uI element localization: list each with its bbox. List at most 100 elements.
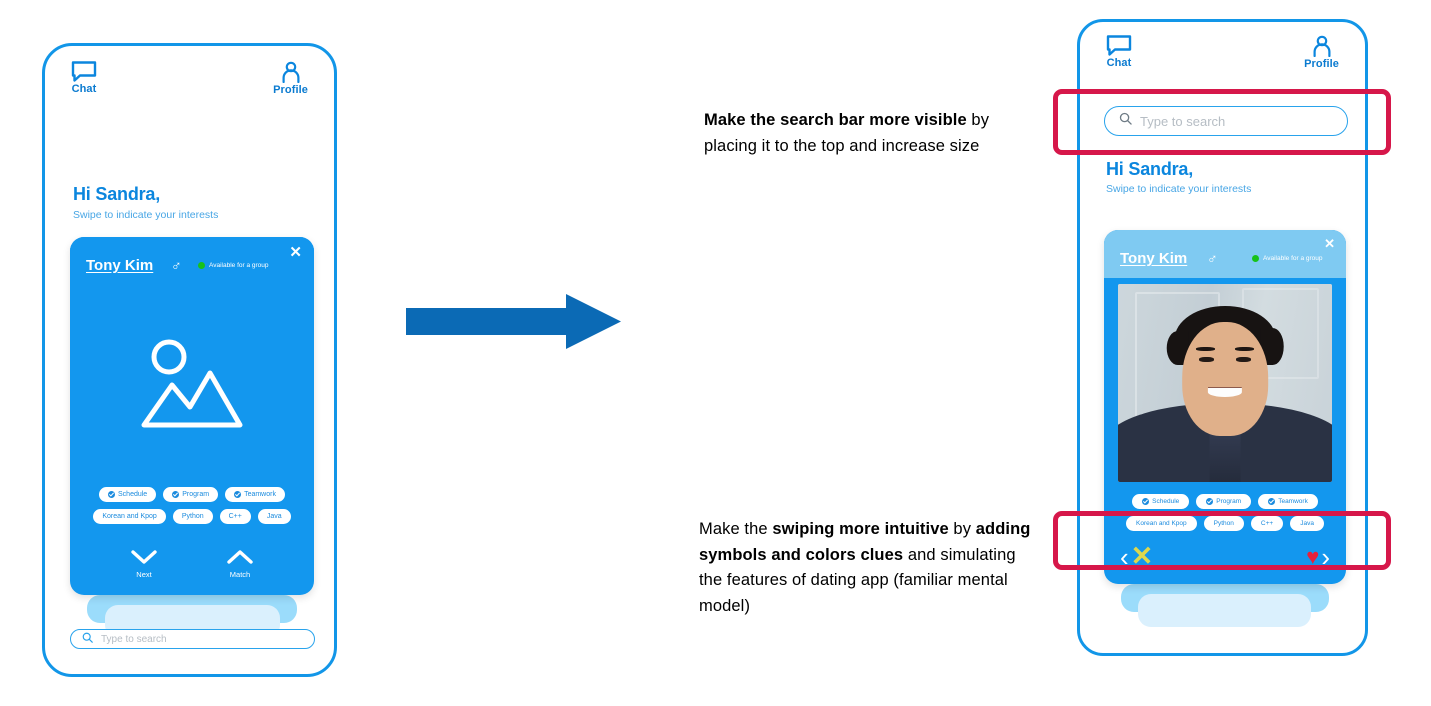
swipe-match-button[interactable]: Match	[227, 550, 253, 579]
nav-profile-label: Profile	[1304, 58, 1339, 70]
nav-profile[interactable]: Profile	[273, 61, 308, 96]
interest-tag-row: Korean and Kpop Python C++ Java	[1116, 516, 1334, 531]
check-icon	[108, 491, 116, 498]
highlight-box-swipe	[1053, 511, 1391, 570]
profile-card-header: Tony Kim ♂ Available for a group ✕	[1104, 230, 1346, 278]
interest-tag[interactable]: Teamwork	[225, 487, 285, 502]
swipe-next-button[interactable]: Next	[131, 550, 157, 579]
magnifier-icon	[1119, 112, 1132, 130]
annotation-swipe: Make the swiping more intuitive by addin…	[699, 517, 1037, 619]
availability-badge: Available for a group	[1252, 255, 1323, 262]
nav-chat-label: Chat	[71, 83, 97, 95]
online-dot-icon	[1252, 255, 1259, 262]
nav-chat-label: Chat	[1106, 57, 1132, 69]
chevron-right-icon[interactable]: ›	[1321, 541, 1330, 572]
check-icon	[1142, 498, 1150, 505]
interest-tag-row: Schedule Program Teamwork	[82, 487, 302, 502]
highlight-box-search	[1053, 89, 1391, 155]
annotation-swipe-part1: Make the	[699, 520, 773, 538]
interest-tag[interactable]: Java	[1290, 516, 1324, 531]
check-icon	[234, 491, 242, 498]
annotation-search: Make the search bar more visible by plac…	[704, 108, 1016, 159]
swipe-next-label: Next	[136, 570, 152, 579]
profile-card-header: Tony Kim ♂ Available for a group ✕	[70, 237, 314, 285]
card-stack-shadow-2	[1138, 594, 1311, 627]
swipe-controls: Next Match	[70, 550, 314, 579]
interest-tag-label: Schedule	[1152, 498, 1180, 505]
phone-mockup-before: Chat Profile Hi Sandra, Swipe to indicat…	[42, 43, 337, 677]
interest-tag[interactable]: Program	[1196, 494, 1252, 509]
nav-chat[interactable]: Chat	[1106, 35, 1132, 69]
profile-card[interactable]: Tony Kim ♂ Available for a group ✕	[1104, 230, 1346, 584]
phone-mockup-after: Chat Profile Type to search Hi Sandra, S…	[1077, 19, 1368, 656]
interest-tag-row: Schedule Program Teamwork	[1116, 494, 1334, 509]
annotation-swipe-part2: by	[948, 520, 976, 538]
profile-photo	[1118, 284, 1332, 482]
annotation-search-rest: by placing it to the top and increase si…	[704, 111, 990, 155]
availability-badge: Available for a group	[198, 262, 269, 269]
interest-tag[interactable]: Teamwork	[1258, 494, 1318, 509]
interest-tag[interactable]: Program	[163, 487, 219, 502]
person-icon	[280, 61, 302, 83]
close-icon[interactable]: ✕	[289, 244, 302, 261]
interest-tags: Schedule Program Teamwork Korean and Kpo…	[70, 487, 314, 531]
online-dot-icon	[198, 262, 205, 269]
reject-group: ‹ ✕	[1120, 543, 1153, 570]
image-placeholder-icon	[141, 339, 243, 428]
search-bar-top[interactable]: Type to search	[1104, 106, 1348, 136]
like-group: ♥ ›	[1306, 544, 1330, 570]
nav-chat[interactable]: Chat	[71, 61, 97, 95]
gender-symbol-icon: ♂	[171, 257, 182, 273]
search-placeholder: Type to search	[1140, 113, 1226, 129]
interest-tags: Schedule Program Teamwork Korean and Kpo…	[1104, 494, 1346, 538]
availability-label: Available for a group	[1263, 255, 1323, 262]
close-icon[interactable]: ✕	[1324, 236, 1335, 251]
interest-tag[interactable]: Schedule	[99, 487, 157, 502]
profile-card[interactable]: Tony Kim ♂ Available for a group ✕ Sched…	[70, 237, 314, 595]
availability-label: Available for a group	[209, 262, 269, 269]
interest-tag[interactable]: Schedule	[1132, 494, 1190, 509]
chevron-left-icon[interactable]: ‹	[1120, 541, 1129, 572]
annotation-swipe-bold1: swiping more intuitive	[772, 520, 949, 538]
swipe-action-bar: ‹ ✕ ♥ ›	[1104, 543, 1346, 570]
profile-name: Tony Kim	[86, 257, 154, 274]
greeting-title: Hi Sandra,	[73, 184, 161, 204]
annotation-search-bold: Make the search bar more visible	[704, 111, 967, 129]
greeting-subtitle: Swipe to indicate your interests	[73, 209, 219, 221]
swipe-match-label: Match	[229, 570, 251, 579]
interest-tag[interactable]: Java	[257, 509, 291, 524]
interest-tag[interactable]: C++	[219, 509, 251, 524]
magnifier-icon	[82, 630, 93, 648]
annotation-swipe-bold2: adding symbols and colors clues	[699, 520, 1031, 564]
phone-top-nav: Chat Profile	[45, 61, 334, 96]
search-placeholder: Type to search	[101, 633, 167, 645]
interest-tag[interactable]: Korean and Kpop	[93, 509, 166, 524]
phone-top-nav: Chat Profile	[1080, 35, 1365, 70]
interest-tag[interactable]: Python	[1203, 516, 1244, 531]
interest-tag[interactable]: Korean and Kpop	[1126, 516, 1197, 531]
nav-profile-label: Profile	[273, 84, 308, 96]
search-bar-bottom[interactable]: Type to search	[70, 629, 315, 649]
chevron-up-icon	[227, 550, 253, 569]
interest-tag-label: Program	[1216, 498, 1242, 505]
nav-profile[interactable]: Profile	[1304, 35, 1339, 70]
interest-tag-label: Teamwork	[1278, 498, 1308, 505]
chat-bubble-icon	[1106, 35, 1132, 56]
interest-tag-label: Program	[182, 491, 210, 498]
greeting-subtitle: Swipe to indicate your interests	[1106, 183, 1252, 195]
profile-name: Tony Kim	[1120, 250, 1188, 267]
chat-bubble-icon	[71, 61, 97, 82]
reject-x-icon[interactable]: ✕	[1130, 541, 1154, 571]
interest-tag[interactable]: C++	[1250, 516, 1284, 531]
interest-tag-label: Schedule	[118, 491, 148, 498]
transition-arrow-icon	[406, 294, 621, 349]
gender-symbol-icon: ♂	[1207, 250, 1218, 266]
greeting-title: Hi Sandra,	[1106, 159, 1194, 179]
profile-photo-placeholder	[70, 285, 314, 490]
annotation-swipe-part3: and simulating the features of dating ap…	[699, 545, 1016, 615]
like-heart-icon[interactable]: ♥	[1306, 543, 1320, 569]
check-icon	[1206, 498, 1214, 505]
check-icon	[1268, 498, 1276, 505]
person-icon	[1311, 35, 1333, 57]
interest-tag[interactable]: Python	[172, 509, 213, 524]
